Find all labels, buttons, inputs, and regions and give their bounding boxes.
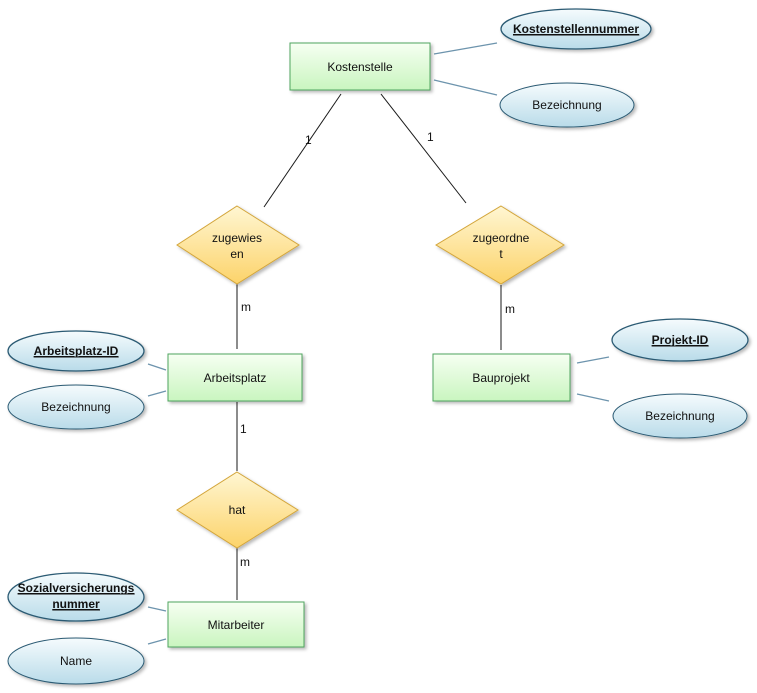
entity-label-mitarbeiter: Mitarbeiter <box>208 618 265 632</box>
attribute-bauprojekt-bezeichnung[interactable]: Bezeichnung <box>612 393 748 439</box>
cardinality-zugeordnet-bauprojekt: m <box>505 302 515 316</box>
attribute-connectors <box>147 42 610 645</box>
cardinality-arbeitsplatz-hat: 1 <box>240 422 247 436</box>
attribute-name[interactable]: Name <box>7 637 145 685</box>
attribute-kostenstellennummer[interactable]: Kostenstellennummer <box>500 8 652 50</box>
relationship-zugeordnet[interactable]: zugeordne t <box>435 205 565 285</box>
attribute-label-kostenstelle-bezeichnung: Bezeichnung <box>532 98 601 112</box>
attribute-label-bauprojekt-bezeichnung: Bezeichnung <box>645 409 714 423</box>
relationship-label-zugeordnet-line-1: zugeordne <box>473 231 530 245</box>
attribute-label-kostenstellennummer: Kostenstellennummer <box>513 22 639 36</box>
cardinality-kostenstelle-zugeordnet: 1 <box>427 130 434 144</box>
connector-arbeitsplatz-id <box>147 363 167 371</box>
relationship-label-zugewiesen-line-2: en <box>230 247 243 261</box>
connector-kostenstelle-bezeichnung <box>433 79 498 96</box>
cardinality-kostenstelle-zugewiesen: 1 <box>305 133 312 147</box>
connector-bauprojekt-projekt-id <box>576 356 610 364</box>
entity-label-bauprojekt: Bauprojekt <box>472 371 530 385</box>
connector-kostenstelle-kostenstellennummer <box>433 42 498 55</box>
connector-mitarbeiter-name <box>147 638 167 645</box>
attribute-label-sozialversicherungsnummer-line-2: nummer <box>52 597 100 611</box>
attribute-kostenstelle-bezeichnung[interactable]: Bezeichnung <box>499 82 635 128</box>
relationship-label-zugeordnet-line-2: t <box>499 247 503 261</box>
attribute-label-name: Name <box>60 654 92 668</box>
relationship-zugewiesen[interactable]: zugewies en <box>176 205 300 285</box>
entity-kostenstelle[interactable]: Kostenstelle <box>289 42 431 91</box>
attribute-label-arbeitsplatz-id: Arbeitsplatz-ID <box>34 344 119 358</box>
relationship-label-zugewiesen-line-1: zugewies <box>212 231 262 245</box>
cardinality-hat-mitarbeiter: m <box>240 555 250 569</box>
attribute-label-arbeitsplatz-bezeichnung: Bezeichnung <box>41 400 110 414</box>
cardinality-labels: 1 1 m m 1 m <box>240 130 515 569</box>
entity-mitarbeiter[interactable]: Mitarbeiter <box>167 601 305 648</box>
entity-label-kostenstelle: Kostenstelle <box>327 60 393 74</box>
connector-mitarbeiter-sozialversicherungsnummer <box>147 606 167 612</box>
attribute-arbeitsplatz-id[interactable]: Arbeitsplatz-ID <box>7 330 145 372</box>
connector-arbeitsplatz-bezeichnung <box>147 390 167 397</box>
cardinality-zugewiesen-arbeitsplatz: m <box>241 300 251 314</box>
relationship-label-hat: hat <box>229 503 246 517</box>
attribute-label-sozialversicherungsnummer-line-1: Sozialversicherungs <box>18 581 135 595</box>
connector-bauprojekt-bezeichnung <box>576 393 610 402</box>
entity-arbeitsplatz[interactable]: Arbeitsplatz <box>167 353 303 402</box>
attribute-arbeitsplatz-bezeichnung[interactable]: Bezeichnung <box>7 384 145 430</box>
relationship-connectors <box>236 93 502 600</box>
attribute-label-projekt-id: Projekt-ID <box>652 333 709 347</box>
entity-label-arbeitsplatz: Arbeitsplatz <box>204 371 267 385</box>
connector-kostenstelle-zugeordnet <box>380 93 467 204</box>
relationship-hat[interactable]: hat <box>176 471 299 549</box>
attribute-projekt-id[interactable]: Projekt-ID <box>611 318 749 362</box>
attribute-sozialversicherungsnummer[interactable]: Sozialversicherungs nummer <box>7 572 145 622</box>
connector-kostenstelle-zugewiesen <box>263 93 342 208</box>
entity-bauprojekt[interactable]: Bauprojekt <box>432 353 571 402</box>
